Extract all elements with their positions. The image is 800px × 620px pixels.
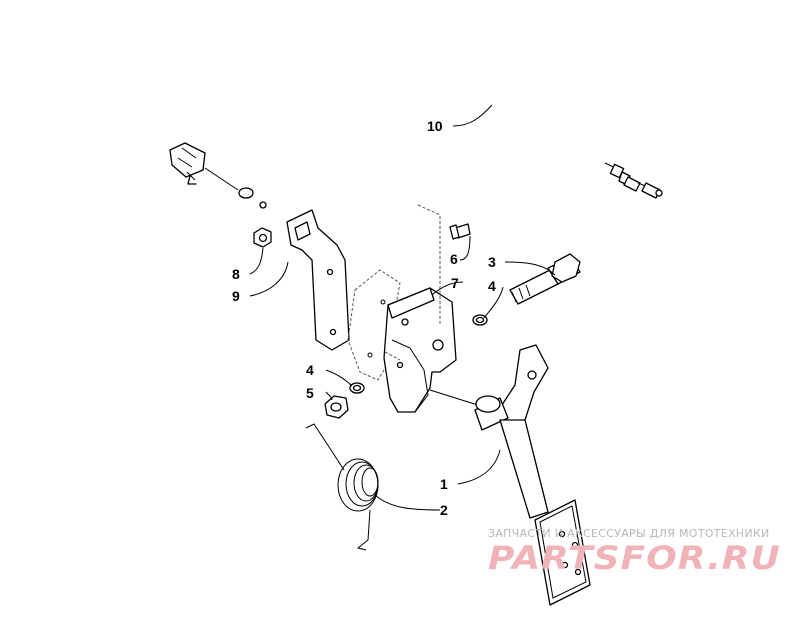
gasket-hole [367,352,373,358]
pivot-bolt [509,253,581,305]
washer-hole [352,384,362,392]
callout-3: 3 [488,254,496,270]
alignment-line [417,204,441,325]
lock-nut [324,395,349,419]
callout-2: 2 [440,502,448,518]
throttle-cable [149,60,663,209]
callout-4-lower: 4 [306,362,314,378]
leader-lines [249,104,556,511]
callout-1: 1 [440,476,448,492]
callout-7: 7 [451,275,459,291]
alignment-line [384,351,401,361]
cable-bracket [286,209,350,351]
gasket-hole [380,299,386,305]
watermark-tagline: ЗАПЧАСТИ И АКСЕССУАРЫ ДЛЯ МОТОТЕХНИКИ [488,527,770,540]
throttle-pedal [474,344,591,606]
pedal-mount-bracket [383,287,457,413]
washer-hole [475,316,485,324]
cable-nut [253,227,272,248]
callout-10: 10 [427,118,443,134]
screw [449,223,471,240]
callout-4-upper: 4 [488,278,496,294]
callout-8: 8 [232,266,240,282]
callout-5: 5 [306,385,314,401]
watermark-brand: PARTSFOR.RU [488,540,781,577]
return-spring [305,423,379,551]
callout-9: 9 [232,288,240,304]
callout-6: 6 [450,251,458,267]
